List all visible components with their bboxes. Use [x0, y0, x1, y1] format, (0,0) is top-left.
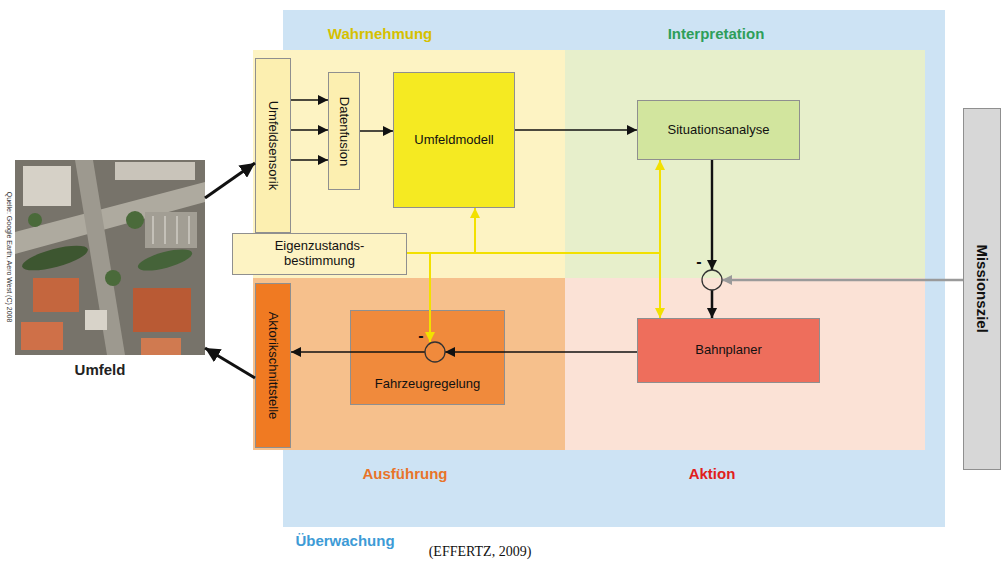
- minus-sign: -: [418, 327, 423, 345]
- process-box: Eigenzustands- bestimmung: [232, 233, 407, 275]
- photo-building: [85, 310, 107, 330]
- connector-arrow: [291, 352, 425, 353]
- photo-road: [75, 160, 125, 355]
- connector-line: [291, 99, 328, 101]
- action-region: AktionBahnplaner: [565, 278, 925, 450]
- text-holder: Umfeldmodell: [394, 73, 514, 207]
- text-holder: Fahrzeugregelung: [351, 311, 504, 404]
- photo-tree: [126, 211, 144, 229]
- connector-arrow: [407, 160, 660, 253]
- connector-arrow: [445, 352, 637, 353]
- box-label: Datenfusion: [337, 96, 352, 165]
- photo-roof: [33, 278, 79, 312]
- photo-building: [23, 166, 71, 206]
- photo-marking: [165, 216, 166, 244]
- process-box: Bahnplaner: [637, 318, 820, 383]
- mission-box: Missionsziel: [963, 108, 1001, 470]
- region-heading: Aktion: [689, 465, 736, 482]
- photo-building: [115, 162, 195, 180]
- aerial-photo: [15, 160, 205, 355]
- connector-line: [515, 129, 637, 131]
- junction-arrowhead: [722, 275, 732, 285]
- box-label: Situationsanalyse: [668, 123, 770, 138]
- connector-line: [445, 351, 637, 353]
- process-box: Aktorikschnittstelle: [255, 283, 291, 448]
- photo-tree: [28, 213, 42, 227]
- connector-line: [360, 130, 393, 132]
- photo-roof: [133, 288, 191, 332]
- photo-roof: [141, 338, 181, 355]
- box-label: Aktorikschnittstelle: [266, 312, 281, 420]
- photo-roof: [21, 322, 63, 350]
- connector-arrow: [407, 208, 475, 253]
- connector-line: [711, 160, 713, 318]
- text-holder: Situationsanalyse: [638, 101, 799, 159]
- process-box: Datenfusion: [328, 72, 360, 190]
- region-heading: Überwachung: [295, 532, 394, 549]
- connector-arrow: [360, 131, 393, 132]
- connector-arrow: [205, 163, 255, 198]
- figure-caption: (EFFERTZ, 2009): [429, 544, 532, 560]
- photo-credit: Quelle: Google Earth, Aero West (C) 2008: [5, 192, 13, 323]
- region-heading: Wahrnehmung: [328, 25, 432, 42]
- box-label: Umfeldmodell: [414, 133, 493, 148]
- monitoring-panel: ÜberwachungWahrnehmungUmfeldsensorikDate…: [283, 10, 945, 527]
- connector-line: [291, 351, 425, 353]
- text-holder: Datenfusion: [329, 73, 359, 189]
- connector-arrow: [515, 130, 637, 131]
- photo-marking: [153, 216, 154, 244]
- photo-trees: [136, 245, 194, 275]
- photo-marking: [189, 216, 190, 244]
- connector-line: [291, 159, 328, 161]
- minus-sign: -: [696, 253, 701, 271]
- execution-region: AusführungAktorikschnittstelleFahrzeugre…: [253, 278, 565, 450]
- connector-line: [407, 253, 660, 318]
- process-box: Fahrzeugregelung: [350, 310, 505, 405]
- photo-marking: [177, 216, 178, 244]
- connector-line: [712, 280, 963, 318]
- photo-trees: [20, 241, 90, 276]
- text-holder: Umfeldsensorik: [256, 59, 290, 232]
- process-box: Situationsanalyse: [637, 100, 800, 160]
- environment-photo: Umfeld: [15, 160, 205, 355]
- connector-line: [205, 348, 255, 378]
- connector-line: [407, 208, 475, 253]
- region-heading: Interpretation: [668, 25, 765, 42]
- text-holder: Missionsziel: [964, 109, 1000, 469]
- box-label: Bahnplaner: [695, 343, 762, 358]
- connector-arrow: [712, 280, 963, 318]
- box-label: Eigenzustands- bestimmung: [264, 239, 376, 269]
- text-holder: Eigenzustands- bestimmung: [233, 234, 406, 274]
- region-heading: Umfeld: [75, 361, 126, 378]
- photo-parking: [145, 212, 197, 248]
- box-label: Umfeldsensorik: [266, 101, 281, 191]
- connector-line: [407, 160, 660, 253]
- text-holder: Aktorikschnittstelle: [256, 284, 290, 447]
- process-box: Umfeldsensorik: [255, 58, 291, 233]
- text-holder: Bahnplaner: [638, 319, 819, 382]
- connector-line: [205, 163, 255, 198]
- box-label: Missionsziel: [973, 245, 990, 333]
- photo-tree: [105, 270, 121, 286]
- perception-region: WahrnehmungUmfeldsensorikDatenfusionUmfe…: [253, 50, 565, 278]
- box-label: Fahrzeugregelung: [375, 377, 481, 392]
- process-box: Umfeldmodell: [393, 72, 515, 208]
- connector-arrow: [407, 253, 660, 318]
- summing-junction: [425, 342, 445, 362]
- connector-arrow: [712, 160, 713, 318]
- summing-junction: [702, 270, 722, 290]
- interpretation-region: InterpretationSituationsanalyse: [565, 50, 925, 278]
- region-heading: Ausführung: [363, 465, 448, 482]
- connector-line: [291, 129, 328, 131]
- photo-ground: [15, 160, 205, 355]
- connector-arrow: [205, 348, 255, 378]
- junction-arrowhead: [707, 260, 717, 270]
- connector-arrow: [291, 100, 328, 160]
